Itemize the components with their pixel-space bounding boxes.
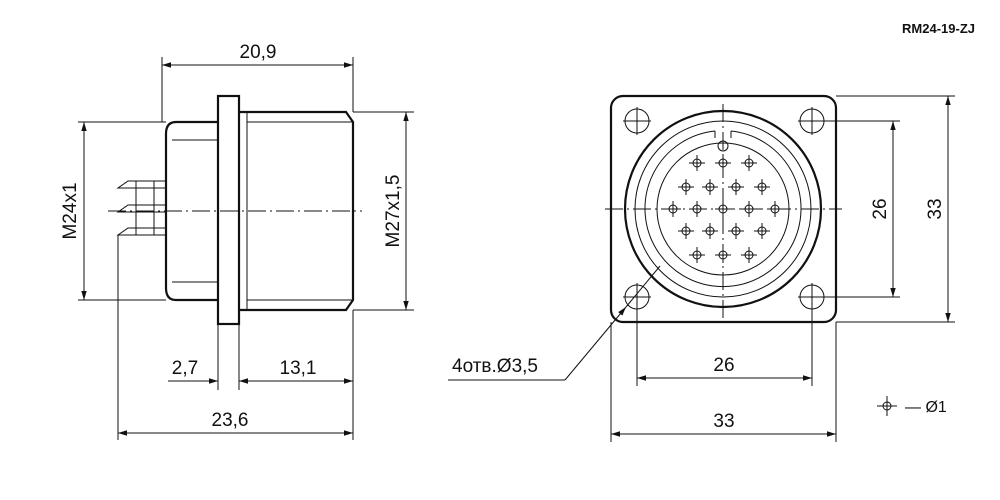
dim-hole-spacing-vertical: 26: [870, 198, 891, 219]
legend-pin-diameter: — Ø1: [905, 399, 947, 416]
dim-overall-width: 20,9: [240, 42, 277, 63]
front-view: 26 33 26 33 4отв.Ø3,5: [448, 94, 955, 442]
dim-flange-width: 33: [713, 411, 734, 432]
contact-pin: [728, 223, 744, 239]
dim-flange-height: 33: [925, 198, 946, 219]
dim-hole-spacing-horizontal: 26: [713, 355, 734, 376]
front-body: [239, 110, 355, 312]
contact-pin: [678, 179, 694, 195]
contact-pin: [741, 155, 757, 171]
contact-pin: [741, 247, 757, 263]
side-flange: [216, 94, 241, 326]
mounting-holes-note: 4отв.Ø3,5: [452, 356, 538, 377]
contact-pin: [689, 247, 705, 263]
dim-body-length: 13,1: [280, 358, 317, 379]
contact-pin: [728, 179, 744, 195]
dim-total-length: 23,6: [212, 410, 249, 431]
contact-pin: [754, 179, 770, 195]
side-view: 20,9 M24x1 M27x1,5 2,7 13,1 23,6: [60, 42, 414, 440]
model-title: RM24-19-ZJ: [902, 21, 975, 36]
solder-terminals: [116, 180, 166, 236]
dim-flange-thickness: 2,7: [172, 358, 198, 379]
contact-pin: [754, 223, 770, 239]
contact-pin: [678, 223, 694, 239]
dim-thread-left: M24x1: [60, 182, 81, 239]
contact-pin: [689, 155, 705, 171]
dim-thread-right: M27x1,5: [383, 175, 404, 248]
contact-pin: [702, 179, 718, 195]
legend: — Ø1: [877, 396, 947, 416]
contact-pin: [702, 223, 718, 239]
